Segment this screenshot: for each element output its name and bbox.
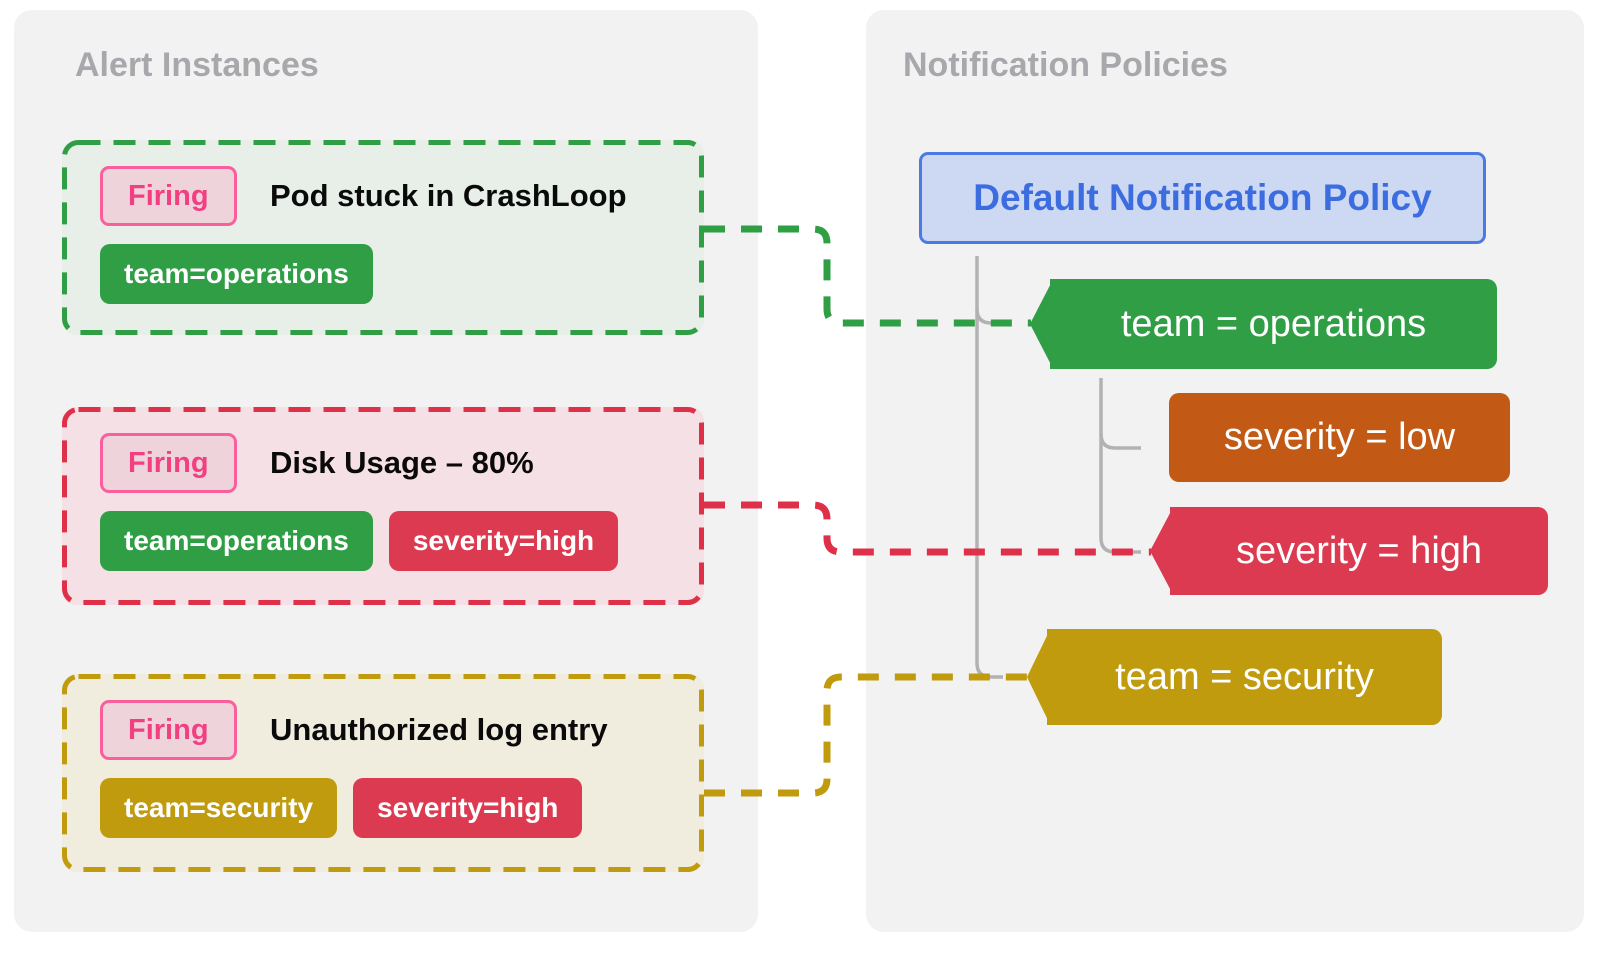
policy-node-team-operations: team = operations bbox=[1030, 279, 1497, 369]
notification-policies-heading: Notification Policies bbox=[903, 46, 1228, 84]
alert-title: Unauthorized log entry bbox=[270, 712, 608, 747]
policy-node-severity-low: severity = low bbox=[1169, 393, 1510, 482]
alert-title: Disk Usage – 80% bbox=[270, 445, 534, 480]
label-pill-severity-high: severity=high bbox=[388, 511, 619, 571]
status-badge: Firing bbox=[100, 433, 237, 493]
alert-card-crashloop: Firing Pod stuck in CrashLoop team=opera… bbox=[62, 140, 704, 335]
label-pill-team-operations: team=operations bbox=[100, 511, 373, 571]
alert-labels: team=operations bbox=[100, 244, 373, 304]
alert-labels: team=security severity=high bbox=[100, 778, 583, 838]
status-badge: Firing bbox=[100, 700, 237, 760]
alert-title: Pod stuck in CrashLoop bbox=[270, 178, 627, 213]
alert-labels: team=operations severity=high bbox=[100, 511, 619, 571]
label-pill-severity-high: severity=high bbox=[353, 778, 583, 838]
policy-node-severity-high: severity = high bbox=[1150, 507, 1548, 595]
alert-card-unauthorized-log: Firing Unauthorized log entry team=secur… bbox=[62, 674, 704, 872]
policy-node-team-security: team = security bbox=[1027, 629, 1442, 725]
alert-card-disk-usage: Firing Disk Usage – 80% team=operations … bbox=[62, 407, 704, 605]
label-pill-team-operations: team=operations bbox=[100, 244, 373, 304]
alert-instances-heading: Alert Instances bbox=[75, 46, 319, 84]
label-pill-team-security: team=security bbox=[100, 778, 338, 838]
status-badge: Firing bbox=[100, 166, 237, 226]
default-notification-policy-box: Default Notification Policy bbox=[919, 152, 1486, 244]
